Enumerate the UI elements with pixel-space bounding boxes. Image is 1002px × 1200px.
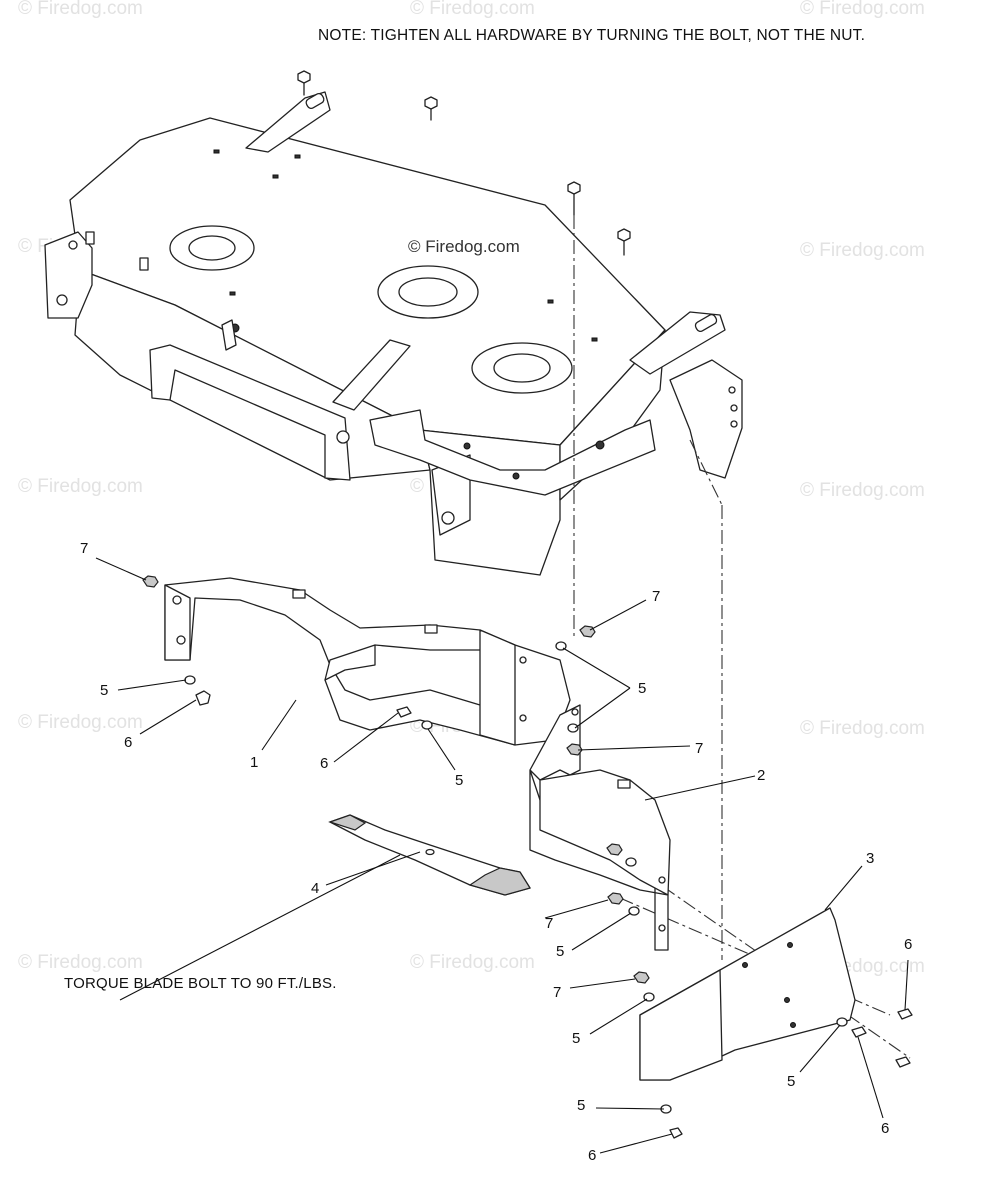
discharge-deflector	[639, 907, 856, 1081]
callout-7-nut: 7	[80, 540, 89, 557]
watermark: © Firedog.com	[800, 480, 925, 501]
callout-5-washer: 5	[572, 1030, 581, 1047]
callout-5-washer: 5	[577, 1097, 586, 1114]
callout-1-left-baffle: 1	[250, 754, 259, 771]
watermark: © Firedog.com	[800, 240, 925, 261]
watermark: © Firedog.com	[18, 0, 143, 19]
callout-5-washer: 5	[556, 943, 565, 960]
watermark: © Firedog.com	[410, 0, 535, 19]
callout-6-bolt: 6	[320, 755, 329, 772]
header-note: NOTE: TIGHTEN ALL HARDWARE BY TURNING TH…	[318, 27, 866, 44]
callout-5-washer: 5	[100, 682, 109, 699]
torque-note: TORQUE BLADE BOLT TO 90 FT./LBS.	[64, 975, 337, 992]
callout-2-right-baffle: 2	[757, 767, 766, 784]
callout-6-bolt: 6	[124, 734, 133, 751]
callout-7-nut: 7	[652, 588, 661, 605]
callout-6-bolt: 6	[904, 936, 913, 953]
watermark: © Firedog.com	[410, 952, 535, 973]
mower-deck	[44, 91, 743, 576]
left-baffle	[164, 577, 571, 746]
deck-bolts	[297, 70, 631, 256]
callout-7-nut: 7	[553, 984, 562, 1001]
hardware	[142, 575, 913, 1139]
watermark: © Firedog.com	[18, 712, 143, 733]
callout-5-washer: 5	[455, 772, 464, 789]
mower-blade	[328, 814, 531, 896]
callout-4-blade: 4	[311, 880, 320, 897]
callout-7-nut: 7	[695, 740, 704, 757]
callout-5-washer: 5	[638, 680, 647, 697]
watermark: © Firedog.com	[18, 476, 143, 497]
callout-5-washer: 5	[787, 1073, 796, 1090]
watermark: © Firedog.com	[18, 952, 143, 973]
watermark: © Firedog.com	[800, 718, 925, 739]
callout-7-nut: 7	[545, 915, 554, 932]
callout-6-bolt: 6	[588, 1147, 597, 1164]
center-watermark: © Firedog.com	[408, 237, 520, 256]
watermark: © Firedog.com	[800, 0, 925, 19]
callout-6-bolt: 6	[881, 1120, 890, 1137]
leader-lines	[95, 557, 909, 1154]
callout-3-deflector: 3	[866, 850, 875, 867]
right-baffle	[529, 704, 671, 951]
